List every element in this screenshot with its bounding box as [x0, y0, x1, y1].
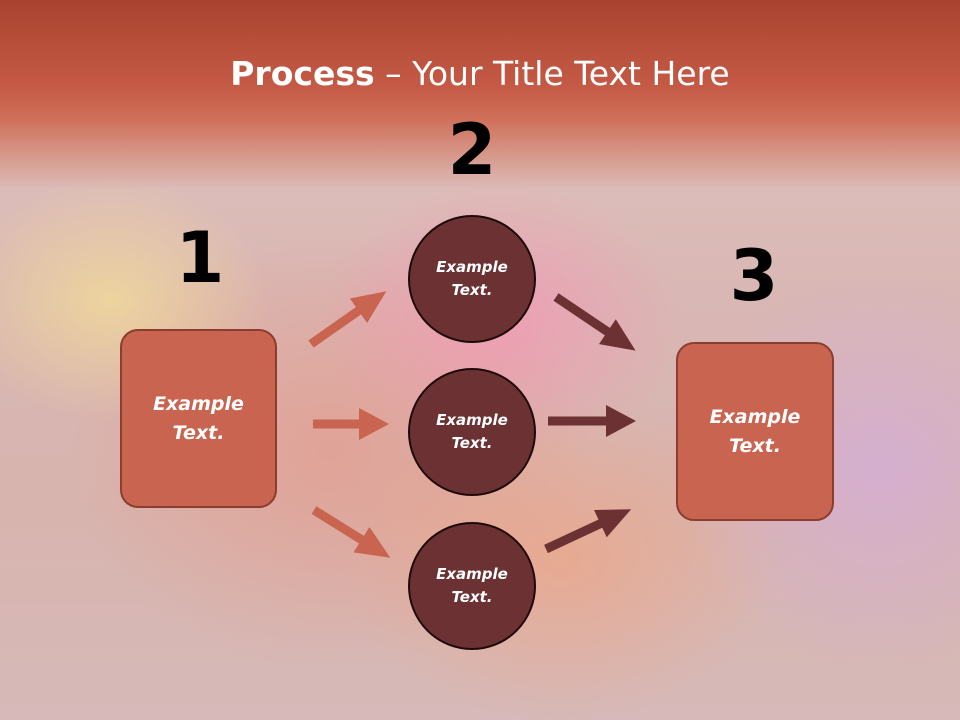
step-1-box: Example Text. [120, 329, 277, 508]
step-1-text: Example Text. [153, 392, 244, 444]
step-2-circle-bottom-text: Example Text. [436, 565, 508, 606]
slide-title: Process – Your Title Text Here [0, 52, 960, 96]
step-3-box: Example Text. [676, 342, 834, 521]
title-band [0, 0, 960, 190]
step-2-circle-top: Example Text. [408, 215, 536, 343]
arrow-1-to-top [308, 291, 387, 348]
step-2-circle-bottom: Example Text. [408, 522, 536, 650]
step-2-circle-middle-text: Example Text. [436, 411, 508, 452]
step-3-text: Example Text. [709, 405, 801, 457]
title-bold: Process [230, 54, 375, 93]
arrow-bottom-to-3 [544, 509, 632, 554]
arrow-top-to-3 [553, 293, 636, 351]
step-number-1: 1 [175, 217, 225, 299]
arrow-1-to-bottom [311, 506, 391, 558]
title-rest: – Your Title Text Here [374, 54, 730, 93]
step-number-2: 2 [447, 109, 497, 191]
step-number-3: 3 [729, 235, 779, 317]
arrow-1-to-middle [313, 408, 389, 440]
step-2-circle-top-text: Example Text. [436, 258, 508, 299]
step-2-circle-middle: Example Text. [408, 368, 536, 496]
arrow-middle-to-3 [548, 405, 636, 437]
